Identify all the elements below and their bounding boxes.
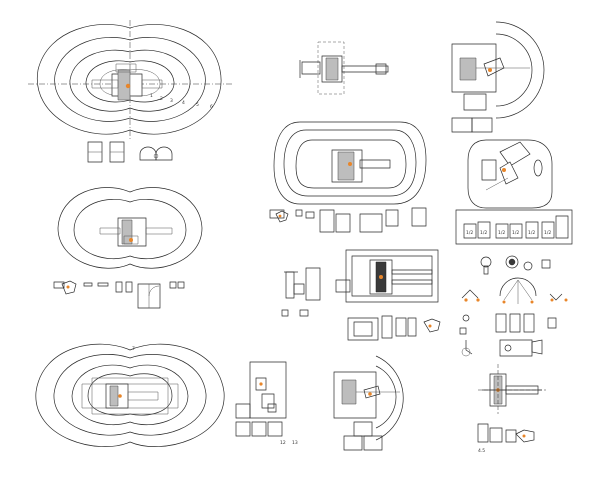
robot-cell-plan [274,122,426,204]
small-parts-row-3 [270,208,426,232]
gripper-catalog [460,256,568,356]
contour-label: 5 [196,102,199,108]
small-label: 12 [280,440,286,446]
rail-system-plan [336,250,438,302]
tall-fixture [282,268,320,316]
contour-label: 4 [182,100,185,106]
bin-label: 1/2 [498,230,505,236]
small-parts-row-1 [88,142,172,162]
contour-label: 1 [150,93,153,99]
linear-robot-plan-2: 4.5 [478,364,546,454]
bin-label: 1/2 [466,230,473,236]
small-label: 4.5 [478,448,485,454]
arc-robot-plan-2 [334,356,403,450]
work-envelope-plan-2 [58,188,202,269]
small-parts-row-2 [54,281,184,308]
contour-label: 6 [210,104,213,110]
bin-label: 1/2 [544,230,551,236]
articulated-robot-cell [468,140,552,208]
contour-label: 2 [160,96,163,102]
contour-label: 7 [132,346,135,352]
work-envelope-plan-3: 7 [36,344,224,446]
work-envelope-plan-1: 1 2 3 4 5 6 [28,20,232,140]
bin-row: 1/2 1/2 1/2 1/2 1/2 1/2 [456,210,572,244]
contour-label: 3 [170,98,173,104]
small-parts-row-4 [348,316,440,340]
arc-reach-plan [452,22,544,132]
small-label: 13 [292,440,298,446]
linear-robot-elevation [300,42,388,94]
bin-label: 1/2 [480,230,487,236]
bin-label: 1/2 [512,230,519,236]
bin-label: 1/2 [528,230,535,236]
compact-cell-plan: 12 13 [236,362,298,446]
